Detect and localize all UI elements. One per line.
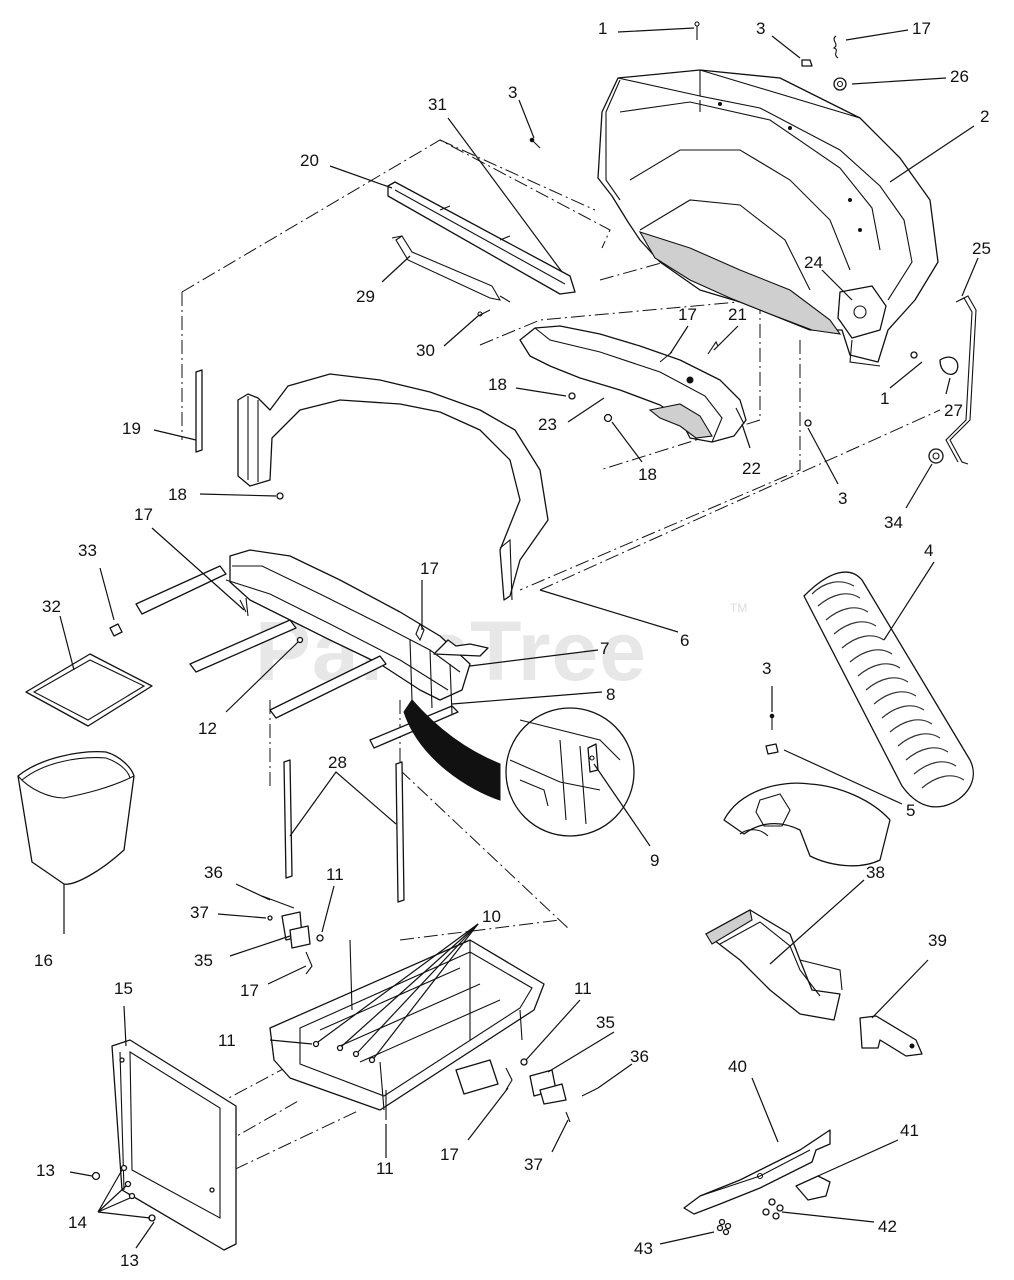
callout: 1 bbox=[598, 19, 607, 38]
callout: 11 bbox=[376, 1159, 394, 1178]
grass-bag-part-6 bbox=[237, 373, 549, 601]
bagger-frame bbox=[135, 549, 489, 749]
detail-zoom-part-9 bbox=[403, 699, 635, 837]
callout: 3 bbox=[762, 659, 771, 678]
blade-part-40 bbox=[683, 1129, 831, 1215]
leader-lines bbox=[59, 27, 979, 1249]
callout: 38 bbox=[866, 863, 885, 882]
callout: 32 bbox=[42, 597, 61, 616]
callout: 37 bbox=[524, 1155, 543, 1174]
callout: 15 bbox=[114, 979, 133, 998]
callout: 9 bbox=[650, 851, 659, 870]
callout: 17 bbox=[678, 305, 697, 324]
callout: 8 bbox=[606, 685, 615, 704]
bucket-part-16 bbox=[17, 751, 135, 885]
callout: 1 bbox=[880, 389, 889, 408]
callout: 18 bbox=[638, 465, 657, 484]
callout: 40 bbox=[728, 1057, 747, 1076]
callout: 4 bbox=[924, 541, 933, 560]
callout: 11 bbox=[326, 865, 344, 884]
callout: 14 bbox=[68, 1213, 87, 1232]
callout: 29 bbox=[356, 287, 375, 306]
callout: 7 bbox=[600, 639, 609, 658]
callout: 31 bbox=[428, 95, 447, 114]
callout: 33 bbox=[78, 541, 97, 560]
callout: 17 bbox=[240, 981, 259, 1000]
callout: 3 bbox=[756, 19, 765, 38]
callout: 17 bbox=[134, 505, 153, 524]
rod-part-29 bbox=[391, 235, 511, 303]
cap-part-33 bbox=[109, 623, 123, 637]
fasteners-parts-13-14 bbox=[91, 1164, 156, 1222]
callout: 42 bbox=[878, 1217, 897, 1236]
callout: 22 bbox=[742, 459, 761, 478]
watermark-trademark: TM bbox=[730, 601, 747, 615]
pin-part-30 bbox=[477, 309, 491, 317]
callout: 20 bbox=[300, 151, 319, 170]
bracket-left-part-35 bbox=[261, 895, 324, 975]
rods-part-28 bbox=[283, 759, 405, 903]
callout: 23 bbox=[538, 415, 557, 434]
tray-part-32 bbox=[25, 653, 153, 727]
callout: 28 bbox=[328, 753, 347, 772]
callout: 13 bbox=[36, 1161, 55, 1180]
callout: 18 bbox=[168, 485, 187, 504]
callout: 3 bbox=[838, 489, 847, 508]
bar-part-19 bbox=[195, 369, 203, 453]
handle-part-25 bbox=[945, 295, 977, 465]
callout: 27 bbox=[944, 401, 963, 420]
callout: 10 bbox=[482, 907, 501, 926]
callout: 3 bbox=[508, 83, 517, 102]
callout: 41 bbox=[900, 1121, 919, 1140]
callout: 30 bbox=[416, 341, 435, 360]
hose-part-4 bbox=[803, 571, 974, 808]
adapter-part-5 bbox=[723, 713, 891, 867]
callout: 17 bbox=[440, 1145, 459, 1164]
fasteners-upper bbox=[276, 21, 959, 500]
callout: 37 bbox=[190, 903, 209, 922]
bracket-part-39 bbox=[859, 1015, 923, 1057]
bracket-right-part-35 bbox=[505, 1058, 599, 1123]
callout: 21 bbox=[728, 305, 747, 324]
upper-rail-part-20 bbox=[387, 181, 576, 295]
callout: 36 bbox=[204, 863, 223, 882]
callout: 36 bbox=[630, 1047, 649, 1066]
callout: 17 bbox=[420, 559, 439, 578]
callout: 34 bbox=[884, 513, 903, 532]
callout: 26 bbox=[950, 67, 969, 86]
callout: 43 bbox=[634, 1239, 653, 1258]
callout: 39 bbox=[928, 931, 947, 950]
discharge-chute-part-23 bbox=[519, 325, 747, 443]
chassis-assembly bbox=[269, 939, 545, 1120]
callout: 11 bbox=[574, 979, 592, 998]
callout: 16 bbox=[34, 951, 53, 970]
callout: 19 bbox=[122, 419, 141, 438]
callout: 24 bbox=[804, 253, 823, 272]
callout: 35 bbox=[596, 1013, 615, 1032]
callout: 11 bbox=[218, 1031, 236, 1050]
nuts-part-43 bbox=[716, 1218, 732, 1236]
callout: 6 bbox=[680, 631, 689, 650]
callout-labels: 1 3 17 26 2 3 31 20 25 24 29 17 21 30 18… bbox=[34, 19, 991, 1270]
callout: 18 bbox=[488, 375, 507, 394]
callout: 5 bbox=[906, 801, 915, 820]
plate-part-15 bbox=[111, 1039, 237, 1251]
callout: 12 bbox=[198, 719, 217, 738]
callout: 13 bbox=[120, 1251, 139, 1270]
callout: 35 bbox=[194, 951, 213, 970]
bolts-part-42 bbox=[762, 1198, 784, 1220]
callout: 2 bbox=[980, 107, 989, 126]
deflector-part-38 bbox=[705, 909, 843, 1021]
callout: 17 bbox=[912, 19, 931, 38]
blade-adapter-part-41 bbox=[795, 1175, 831, 1201]
bagger-top-cover-part-2 bbox=[597, 69, 939, 367]
callout: 25 bbox=[972, 239, 991, 258]
